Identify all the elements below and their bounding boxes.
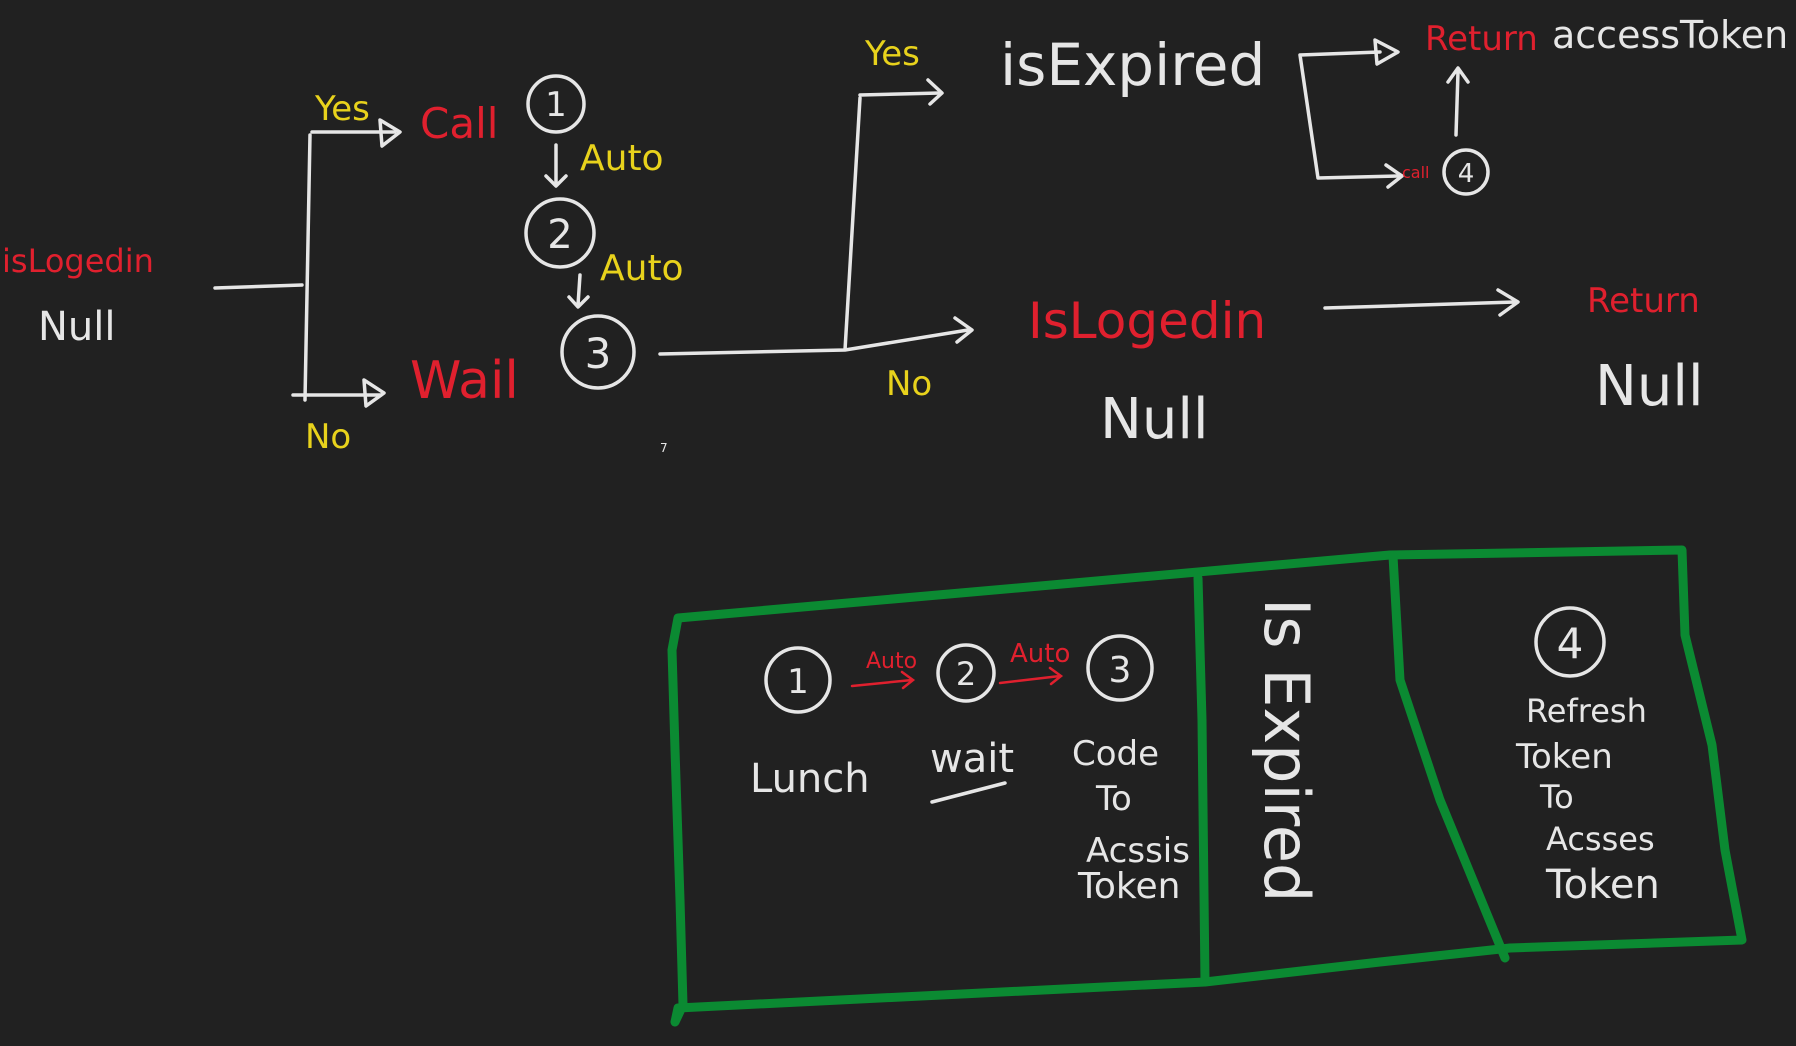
down-arrow-2 (567, 273, 590, 309)
table-refresh-line-3: To (1539, 778, 1574, 816)
step-circle-1 (526, 74, 586, 134)
table-step-number-2: 2 (956, 655, 976, 693)
table-outline (667, 545, 1747, 1027)
down-arrow-1 (544, 143, 568, 188)
table-step-circle-3 (1086, 634, 1154, 702)
branch-connector-1 (213, 130, 397, 402)
call-label: Call (420, 99, 498, 148)
return-null-arrow (1323, 288, 1520, 317)
table-auto-label-1: Auto (866, 649, 917, 674)
stray-mark: 7 (660, 441, 668, 455)
step-circle-3 (560, 314, 636, 390)
yes-label-1: Yes (314, 89, 370, 129)
null-label-2: Null (1100, 387, 1209, 452)
table-auto-arrow-1 (850, 670, 916, 690)
table-refresh-line-5: Token (1545, 862, 1660, 908)
access-token-label: accessToken (1552, 13, 1788, 57)
wait-underline (930, 781, 1007, 804)
table-refresh-line-1: Refresh (1526, 692, 1647, 730)
table-step-number-1: 1 (787, 662, 809, 702)
start-null-label: Null (38, 304, 116, 350)
table-lunch-label: Lunch (750, 756, 870, 802)
table-expired-label: Is Expired (1250, 598, 1323, 902)
call-small-label: call (1402, 163, 1430, 182)
auto-label-1: Auto (580, 138, 664, 179)
branch-connector-2 (658, 91, 970, 356)
yes-arrow-head-1 (378, 118, 402, 148)
yes-arrow-head-2 (926, 78, 944, 106)
step-circle-4 (1442, 148, 1490, 196)
table-step-number-3: 3 (1109, 650, 1132, 691)
null-label-3: Null (1595, 354, 1704, 419)
table-auto-arrow-2 (998, 666, 1064, 686)
table-code-line-3: Acssis (1086, 831, 1190, 871)
expired-connector (1298, 50, 1402, 180)
table-refresh-line-2: Token (1515, 737, 1613, 777)
wait-label: Wail (410, 351, 519, 411)
no-arrow-head-1 (362, 378, 386, 408)
step-number-2: 2 (547, 212, 572, 258)
step-number-3: 3 (585, 329, 612, 378)
table-wait-label: wait (930, 736, 1014, 782)
step-circle-2 (524, 197, 596, 269)
islogedin-label-2: IsLogedin (1028, 292, 1266, 350)
table-step-number-4: 4 (1557, 619, 1584, 668)
table-step-circle-4 (1534, 606, 1606, 678)
return-label-1: Return (1425, 19, 1538, 59)
up-arrow (1446, 66, 1470, 137)
auto-label-2: Auto (600, 248, 684, 289)
table-divider-1 (1193, 573, 1210, 987)
return-arrow-head (1373, 38, 1400, 66)
table-step-circle-2 (936, 643, 996, 703)
return-label-2: Return (1587, 281, 1700, 321)
table-code-line-4: Token (1077, 866, 1180, 907)
table-code-line-1: Code (1072, 734, 1159, 774)
table-divider-2 (1388, 551, 1510, 963)
no-label-2: No (886, 364, 932, 404)
step-number-4: 4 (1458, 159, 1475, 189)
is-expired-label: isExpired (1000, 31, 1265, 99)
no-label-1: No (305, 417, 351, 457)
step-number-1: 1 (545, 85, 567, 125)
table-refresh-line-4: Acsses (1546, 820, 1655, 858)
no-arrow-head-2 (953, 316, 974, 344)
start-condition-label: isLogedin (2, 242, 154, 280)
call-arrow-head (1384, 163, 1404, 189)
yes-label-2: Yes (864, 34, 920, 74)
table-code-line-2: To (1095, 779, 1132, 819)
table-auto-label-2: Auto (1010, 639, 1070, 669)
table-step-circle-1 (764, 646, 832, 714)
